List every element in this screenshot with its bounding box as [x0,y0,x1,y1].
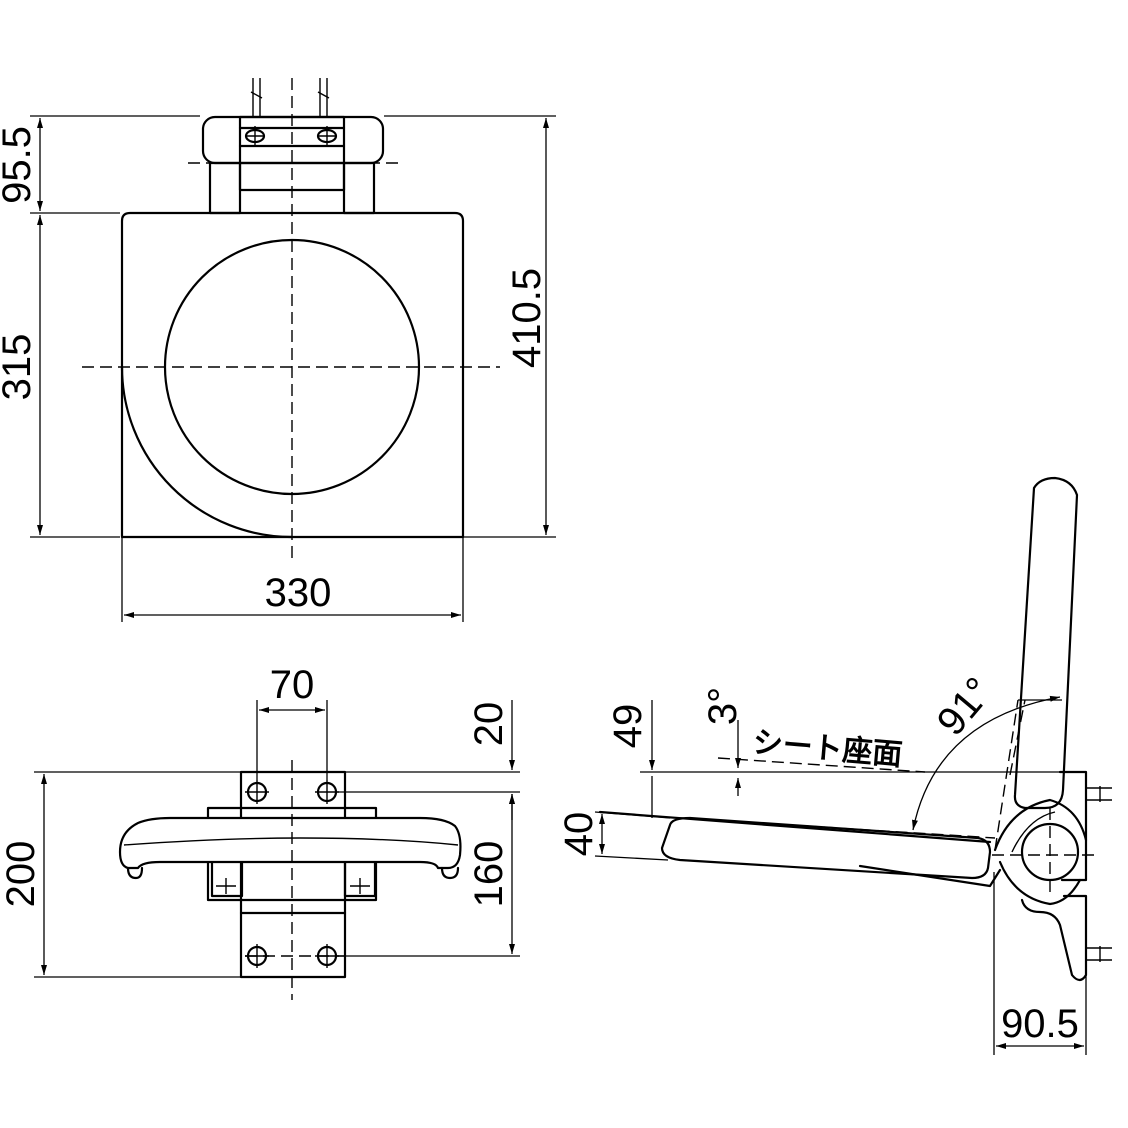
front-view: 70 20 160 200 [0,663,520,1000]
dim-label-70: 70 [270,663,315,707]
dimension-40: 40 [557,811,671,861]
dim-label-49: 49 [606,704,650,749]
seat-surface-label: シート座面 [751,725,903,773]
seat-front-profile [118,816,462,870]
dimension-70: 70 [256,663,328,780]
dimension-315: 315 [0,215,120,538]
dim-label-20: 20 [467,702,511,747]
dimension-90-5: 90.5 [993,872,1087,1055]
dimension-49: 49 [606,700,655,818]
dim-label-40: 40 [557,812,601,857]
backrest [1013,476,1079,810]
dim-label-410-5: 410.5 [505,268,549,368]
angle-label-3: 3° [701,687,745,725]
seat-plate [120,211,465,539]
dimension-95-5: 95.5 [0,115,200,214]
dim-label-315: 315 [0,334,39,401]
dimension-330: 330 [121,537,464,622]
side-view: 91° 3° シート座面 49 40 90.5 [557,476,1112,1055]
top-view: 95.5 315 410.5 330 [0,78,556,622]
dimension-200: 200 [0,771,241,978]
hinge [993,798,1088,906]
dim-label-160: 160 [467,841,511,908]
dimension-20: 20 [335,700,520,820]
dim-label-330: 330 [265,571,332,615]
dimension-410-5: 410.5 [384,115,556,538]
wall-bracket [201,115,385,215]
angle-label-91: 91° [929,669,1002,744]
dim-label-90-5: 90.5 [1001,1002,1079,1046]
bracket-pins [250,78,330,116]
dim-label-200: 200 [0,841,43,908]
dim-label-95-5: 95.5 [0,126,39,204]
dimension-160: 160 [335,794,520,957]
